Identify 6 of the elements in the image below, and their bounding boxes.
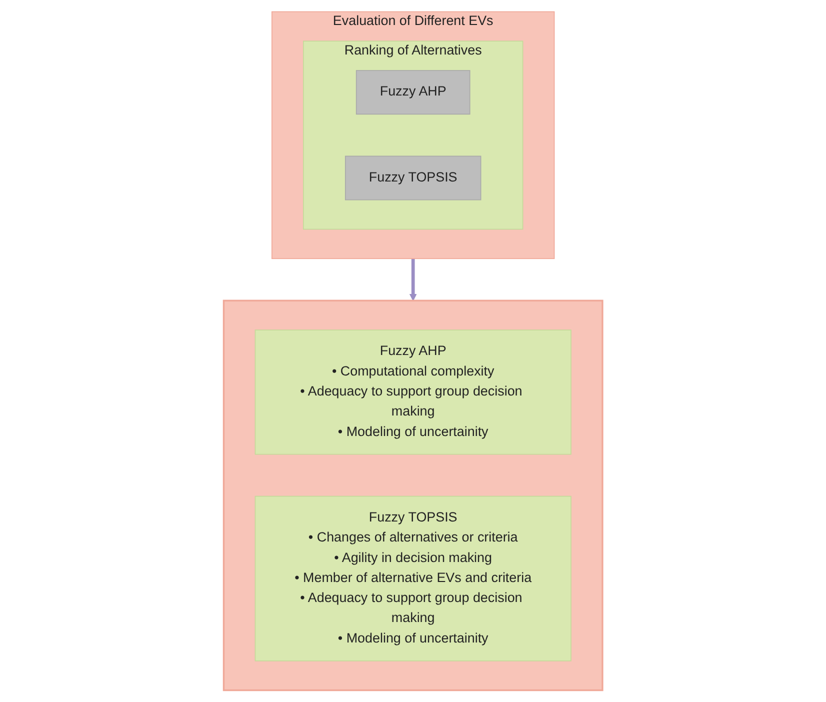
arrow — [409, 258, 417, 301]
node-box: Fuzzy TOPSIS • Changes of alternatives or criteria • Agility in decision making • Member of alternative EVs and criteria • Adequacy to support group decision making • Modeling of uncertainity — [254, 496, 572, 662]
cluster — [222, 300, 604, 692]
node-box: Fuzzy AHP — [356, 70, 470, 115]
node-box: Fuzzy TOPSIS — [344, 156, 482, 200]
node-box: Fuzzy AHP • Computational complexity • Adequacy to support group decision making • Modeling of uncertainity — [254, 330, 572, 455]
